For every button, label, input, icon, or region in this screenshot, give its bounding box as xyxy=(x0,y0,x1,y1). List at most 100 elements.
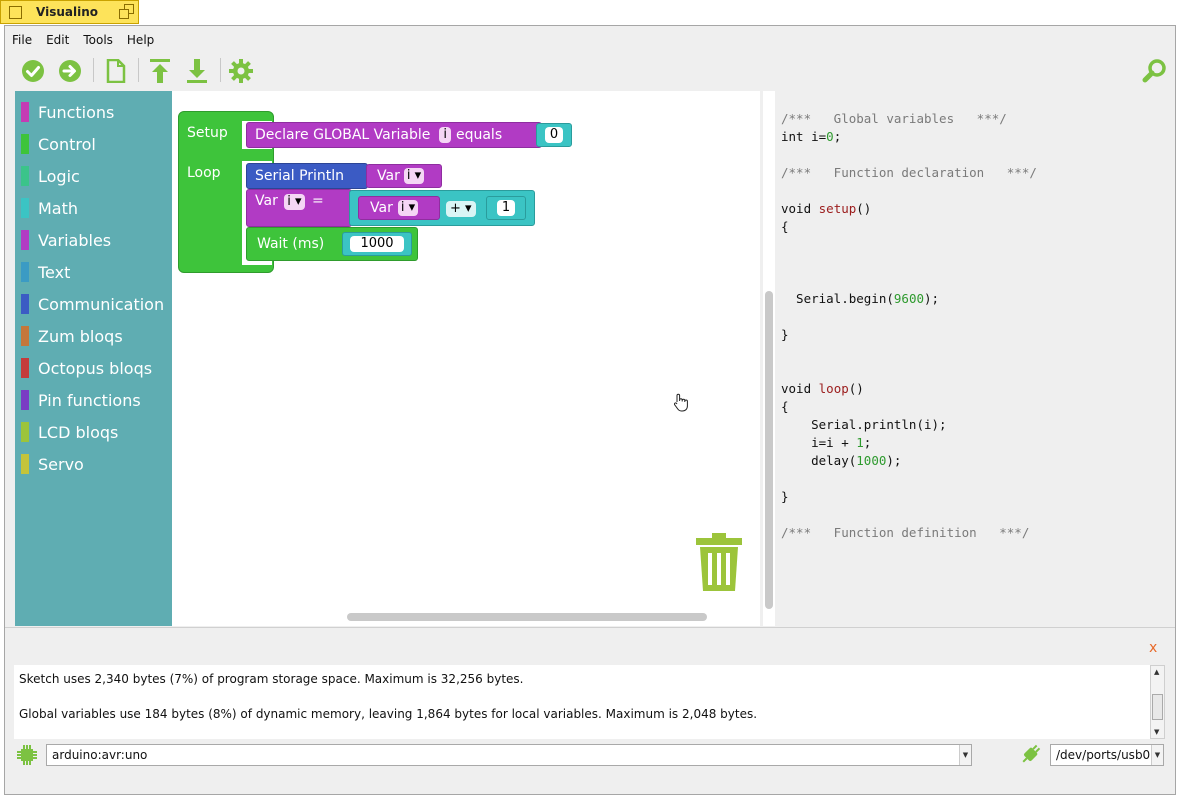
category-logic[interactable]: Logic xyxy=(15,163,172,189)
block-workspace[interactable]: Setup Loop Declare GLOBAL Variable i equ… xyxy=(172,91,760,626)
window-menu-icon[interactable] xyxy=(9,5,22,19)
board-icon xyxy=(16,744,38,770)
category-label: Math xyxy=(38,198,79,218)
code-panel[interactable]: /*** Global variables ***/int i=0;/*** F… xyxy=(775,91,1165,626)
code-scrollbar[interactable] xyxy=(1165,91,1175,626)
category-variables[interactable]: Variables xyxy=(15,227,172,253)
chevron-down-icon[interactable]: ▼ xyxy=(959,745,971,765)
wait-value-block[interactable]: 1000 xyxy=(342,232,412,256)
port-select[interactable]: /dev/ports/usb0 ▼ xyxy=(1050,744,1164,766)
code-line: i=i + 1; xyxy=(781,435,872,450)
board-select[interactable]: arduino:avr:uno ▼ xyxy=(46,744,972,766)
category-swatch xyxy=(21,326,29,346)
category-servo[interactable]: Servo xyxy=(15,451,172,477)
menu-bar: File Edit Tools Help xyxy=(5,29,161,51)
arrow-right-icon xyxy=(59,60,81,82)
category-octopus-bloqs[interactable]: Octopus bloqs xyxy=(15,355,172,381)
math-number-block[interactable]: 1 xyxy=(486,196,526,220)
maximize-icon[interactable] xyxy=(118,4,134,20)
loop-label: Loop xyxy=(187,165,221,181)
operator-label: + xyxy=(450,201,461,216)
upload-icon xyxy=(150,59,170,83)
workspace-vertical-scrollbar[interactable] xyxy=(763,91,775,626)
math-var-dropdown[interactable]: i ▾ xyxy=(397,200,419,216)
scroll-up-icon[interactable]: ▲ xyxy=(1154,668,1160,676)
assign-var-text: Var xyxy=(255,193,278,209)
category-label: Text xyxy=(38,262,71,282)
chip-icon xyxy=(17,745,37,765)
settings-button[interactable] xyxy=(227,57,255,85)
menu-tools[interactable]: Tools xyxy=(83,33,113,47)
category-label: Communication xyxy=(38,294,165,314)
trash-button[interactable] xyxy=(694,531,744,597)
assign-var-dropdown[interactable]: i ▾ xyxy=(284,194,305,210)
println-var-dropdown[interactable]: i ▾ xyxy=(403,168,425,184)
code-line: } xyxy=(781,489,789,504)
assign-equals-label: = xyxy=(312,193,324,209)
var-name: i xyxy=(287,194,291,209)
upload-button[interactable] xyxy=(56,57,84,85)
window-title-tab[interactable]: Visualino xyxy=(0,0,139,24)
console-close-button[interactable]: x xyxy=(1149,640,1158,656)
category-swatch xyxy=(21,102,29,122)
declare-value-field[interactable]: 0 xyxy=(545,127,563,143)
code-line: int i=0; xyxy=(781,129,842,144)
category-label: LCD bloqs xyxy=(38,422,119,442)
category-label: Variables xyxy=(38,230,112,250)
category-pin-functions[interactable]: Pin functions xyxy=(15,387,172,413)
console-scrollbar[interactable]: ▲ ▼ xyxy=(1150,665,1165,739)
category-text[interactable]: Text xyxy=(15,259,172,285)
search-button[interactable] xyxy=(1141,57,1169,85)
vertical-scroll-thumb[interactable] xyxy=(765,291,773,609)
chevron-down-icon: ▾ xyxy=(408,200,416,215)
wait-value-field[interactable]: 1000 xyxy=(350,236,404,252)
category-label: Pin functions xyxy=(38,390,141,410)
search-icon xyxy=(1142,59,1166,83)
category-communication[interactable]: Communication xyxy=(15,291,172,317)
declare-value-block[interactable]: 0 xyxy=(536,123,572,147)
category-zum-bloqs[interactable]: Zum bloqs xyxy=(15,323,172,349)
setup-label: Setup xyxy=(187,125,228,141)
math-number-field[interactable]: 1 xyxy=(497,200,515,216)
declare-variable-block[interactable]: Declare GLOBAL Variable i equals xyxy=(246,122,542,148)
port-icon xyxy=(1019,742,1043,770)
category-math[interactable]: Math xyxy=(15,195,172,221)
category-control[interactable]: Control xyxy=(15,131,172,157)
chevron-down-icon[interactable]: ▼ xyxy=(1151,745,1163,765)
category-swatch xyxy=(21,134,29,154)
code-line: Serial.begin(9600); xyxy=(781,291,940,306)
port-value: /dev/ports/usb0 xyxy=(1056,748,1151,762)
menu-edit[interactable]: Edit xyxy=(46,33,70,47)
code-line: Serial.println(i); xyxy=(781,417,947,432)
category-label: Zum bloqs xyxy=(38,326,123,346)
category-label: Functions xyxy=(38,102,115,122)
hand-cursor-icon xyxy=(672,393,692,417)
serial-println-block[interactable]: Serial Println xyxy=(246,163,368,189)
assign-variable-block[interactable]: Var i ▾ = xyxy=(246,189,352,227)
category-functions[interactable]: Functions xyxy=(15,99,172,125)
code-line: void setup() xyxy=(781,201,872,216)
math-var-block[interactable]: Var i ▾ xyxy=(358,196,440,220)
horizontal-scroll-thumb[interactable] xyxy=(347,613,707,621)
panel-divider[interactable] xyxy=(5,627,1175,628)
menu-file[interactable]: File xyxy=(12,33,33,47)
menu-help[interactable]: Help xyxy=(126,33,155,47)
verify-button[interactable] xyxy=(19,57,47,85)
main-window: File Edit Tools Help xyxy=(4,25,1176,795)
code-line: /*** Function declaration ***/ xyxy=(781,165,1037,180)
toolbar xyxy=(5,54,1175,88)
declare-variable-name[interactable]: i xyxy=(439,127,451,143)
save-button[interactable] xyxy=(183,57,211,85)
scroll-down-icon[interactable]: ▼ xyxy=(1154,728,1160,736)
math-var-text: Var xyxy=(370,200,393,216)
window-title: Visualino xyxy=(36,5,98,19)
console-output[interactable]: Sketch uses 2,340 bytes (7%) of program … xyxy=(14,665,1150,739)
toolbar-separator xyxy=(220,58,221,82)
math-operator-dropdown[interactable]: + ▾ xyxy=(446,200,476,217)
category-lcd-bloqs[interactable]: LCD bloqs xyxy=(15,419,172,445)
new-file-button[interactable] xyxy=(102,57,130,85)
console-scroll-thumb[interactable] xyxy=(1152,694,1163,720)
println-var-block[interactable]: Var i ▾ xyxy=(366,164,442,188)
open-button[interactable] xyxy=(146,57,174,85)
